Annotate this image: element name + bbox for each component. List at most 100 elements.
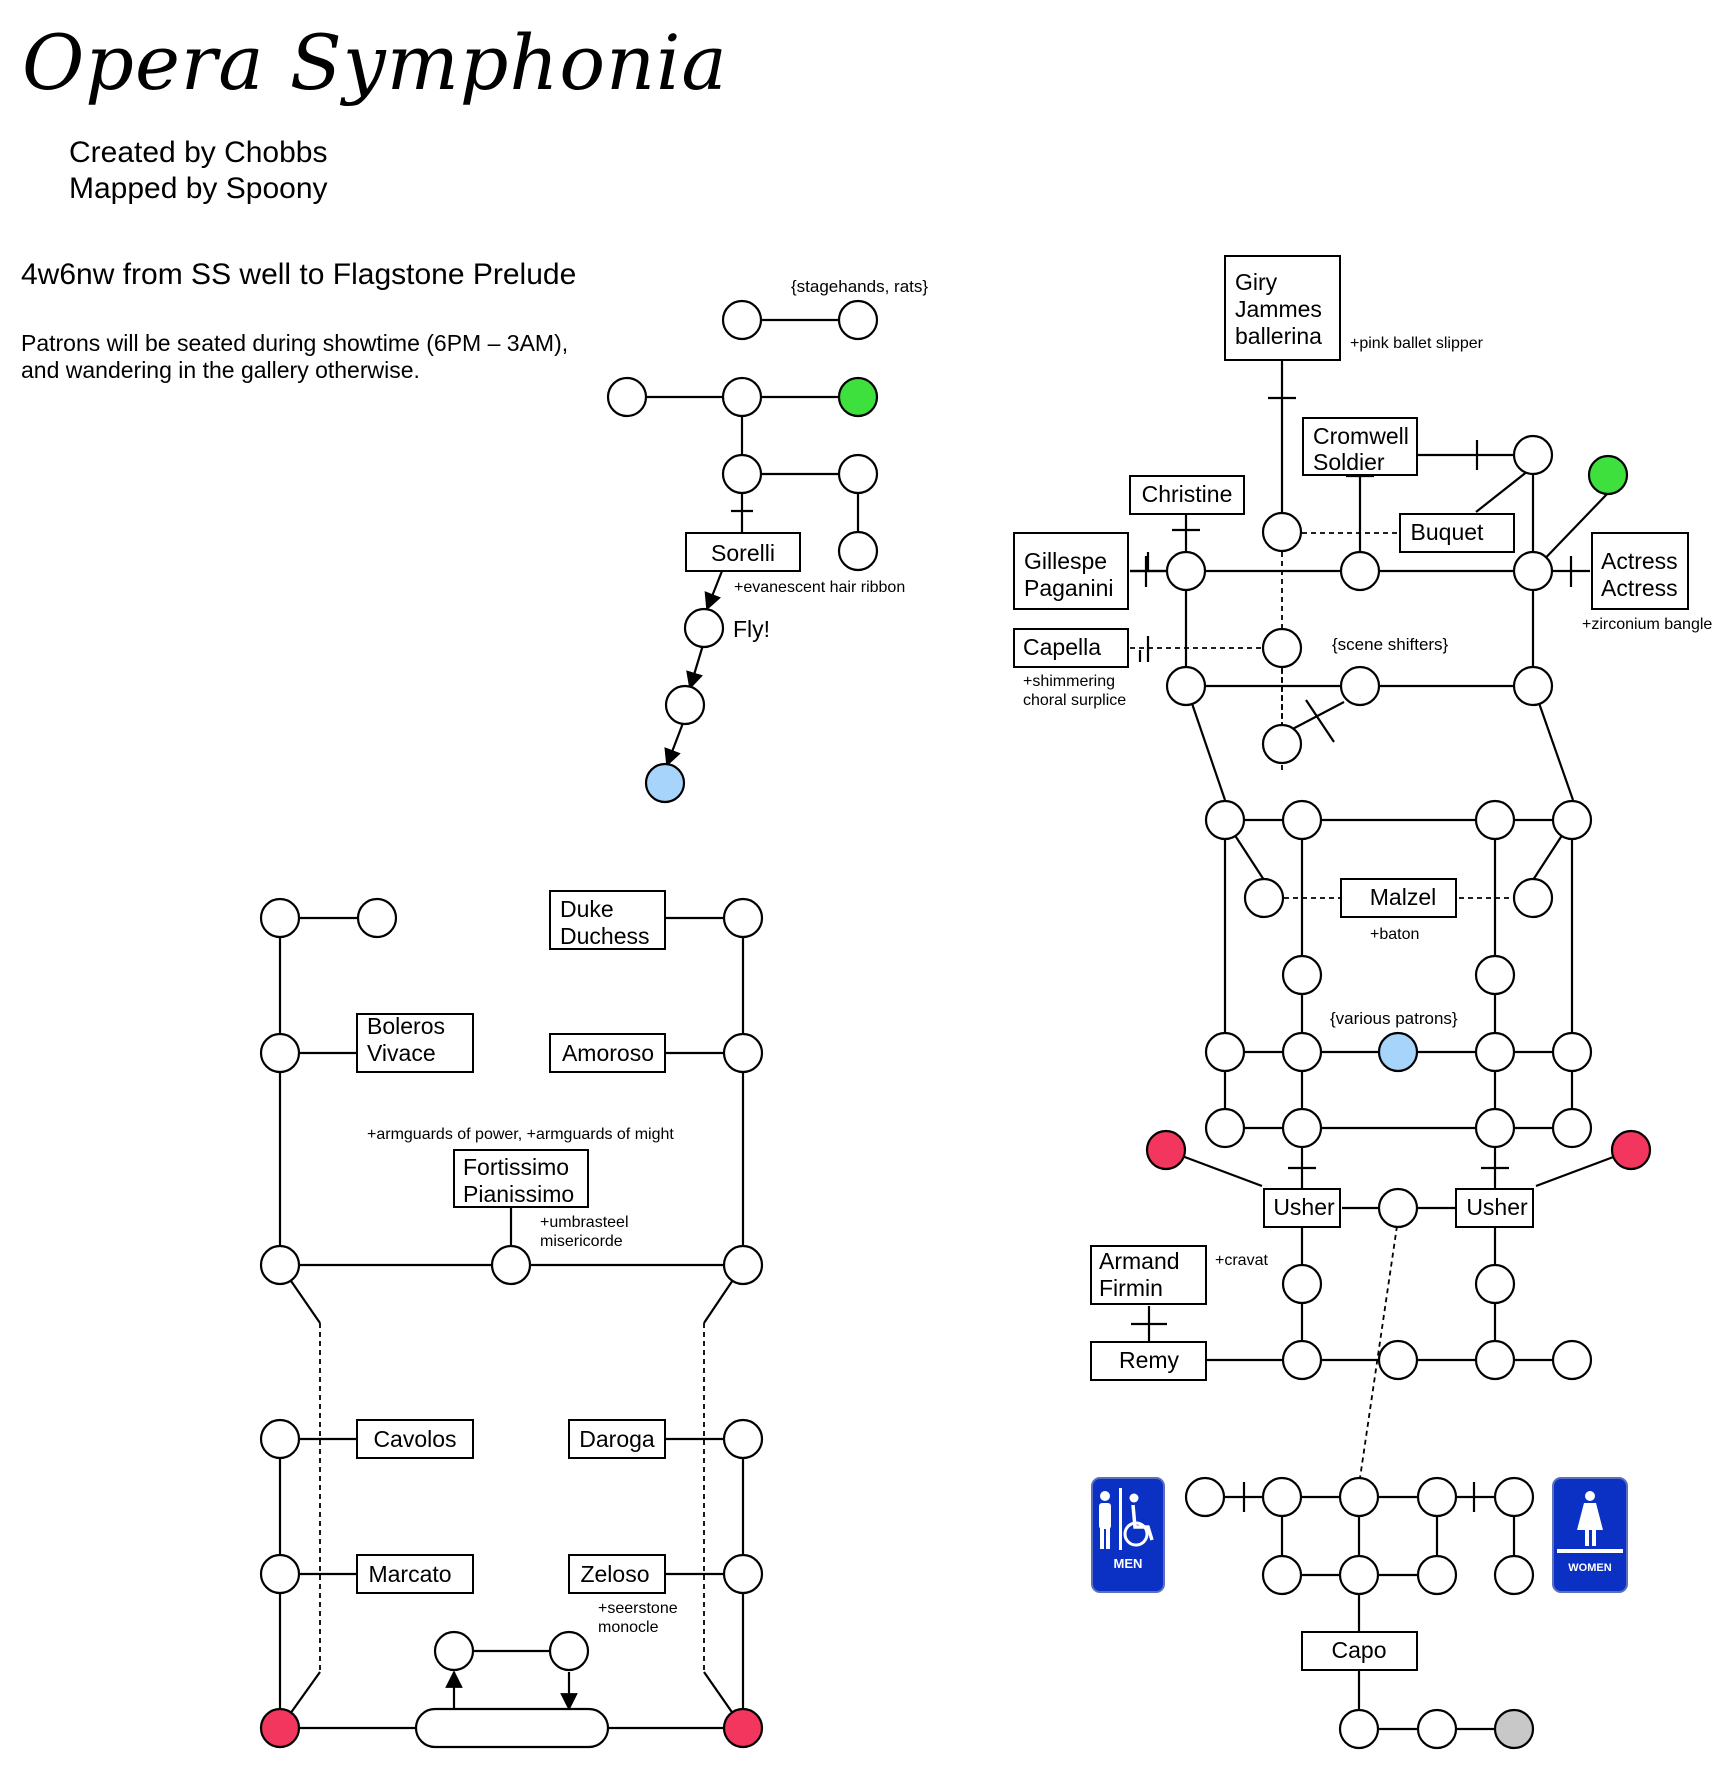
danger-node[interactable] bbox=[722, 1707, 764, 1749]
boleros-box[interactable] bbox=[356, 1013, 474, 1073]
room-node[interactable] bbox=[1474, 1031, 1516, 1073]
room-node[interactable] bbox=[1204, 799, 1246, 841]
danger-node[interactable] bbox=[259, 1707, 301, 1749]
room-node[interactable] bbox=[1338, 1476, 1380, 1518]
room-node[interactable] bbox=[356, 897, 398, 939]
exit-node[interactable] bbox=[1587, 454, 1629, 496]
room-node[interactable] bbox=[1165, 550, 1207, 592]
room-node[interactable] bbox=[1261, 627, 1303, 669]
fortissimo-box[interactable] bbox=[453, 1149, 589, 1208]
room-node[interactable] bbox=[1261, 511, 1303, 553]
daroga-box[interactable] bbox=[568, 1419, 666, 1459]
room-node[interactable] bbox=[664, 684, 706, 726]
room-node[interactable] bbox=[1281, 954, 1323, 996]
capella-box[interactable] bbox=[1013, 628, 1129, 668]
room-node[interactable] bbox=[606, 376, 648, 418]
room-node[interactable] bbox=[490, 1244, 532, 1286]
usher-right-box[interactable] bbox=[1455, 1188, 1534, 1228]
room-node[interactable] bbox=[1165, 665, 1207, 707]
room-node[interactable] bbox=[1281, 1107, 1323, 1149]
room-node[interactable] bbox=[1261, 1554, 1303, 1596]
room-node[interactable] bbox=[1339, 665, 1381, 707]
zeloso-box[interactable] bbox=[568, 1554, 666, 1594]
room-node[interactable] bbox=[1338, 1708, 1380, 1750]
amoroso-box[interactable] bbox=[549, 1033, 666, 1073]
room-node[interactable] bbox=[722, 1553, 764, 1595]
actress-box[interactable] bbox=[1591, 532, 1689, 610]
room-node[interactable] bbox=[722, 1032, 764, 1074]
cavolos-box[interactable] bbox=[356, 1419, 474, 1459]
room-node[interactable] bbox=[1512, 877, 1554, 919]
danger-node[interactable] bbox=[1145, 1129, 1187, 1171]
room-node[interactable] bbox=[722, 897, 764, 939]
usher-left-box[interactable] bbox=[1263, 1188, 1341, 1228]
room-node[interactable] bbox=[1184, 1476, 1226, 1518]
room-node[interactable] bbox=[1204, 1031, 1246, 1073]
room-node[interactable] bbox=[837, 453, 879, 495]
room-node[interactable] bbox=[1512, 665, 1554, 707]
room-node[interactable] bbox=[259, 1244, 301, 1286]
sorelli-box[interactable] bbox=[685, 532, 801, 572]
room-node[interactable] bbox=[1512, 550, 1554, 592]
room-node[interactable] bbox=[259, 1553, 301, 1595]
room-node[interactable] bbox=[1551, 1107, 1593, 1149]
room-node[interactable] bbox=[722, 1244, 764, 1286]
duke-box[interactable] bbox=[549, 890, 666, 950]
room-node[interactable] bbox=[837, 530, 879, 572]
room-node[interactable] bbox=[721, 376, 763, 418]
room-node[interactable] bbox=[1338, 1554, 1380, 1596]
room-node[interactable] bbox=[1474, 954, 1516, 996]
room-node[interactable] bbox=[1281, 1031, 1323, 1073]
room-node[interactable] bbox=[1243, 877, 1285, 919]
room-node[interactable] bbox=[1474, 799, 1516, 841]
buquet-box[interactable] bbox=[1399, 513, 1515, 553]
armand-box[interactable] bbox=[1090, 1245, 1207, 1305]
cromwell-box[interactable] bbox=[1302, 417, 1418, 476]
room-node[interactable] bbox=[1416, 1708, 1458, 1750]
room-node[interactable] bbox=[259, 1032, 301, 1074]
room-node[interactable] bbox=[1416, 1554, 1458, 1596]
room-node[interactable] bbox=[1261, 723, 1303, 765]
exit-node[interactable] bbox=[837, 376, 879, 418]
room-node[interactable] bbox=[1281, 1263, 1323, 1305]
room-node[interactable] bbox=[259, 897, 301, 939]
room-node[interactable] bbox=[1261, 1476, 1303, 1518]
room-node[interactable] bbox=[721, 299, 763, 341]
room-node[interactable] bbox=[683, 607, 725, 649]
room-node[interactable] bbox=[259, 1418, 301, 1460]
room-node[interactable] bbox=[1551, 1031, 1593, 1073]
room-node[interactable] bbox=[1377, 1339, 1419, 1381]
room-node[interactable] bbox=[1474, 1107, 1516, 1149]
room-node[interactable] bbox=[1416, 1476, 1458, 1518]
room-node[interactable] bbox=[1204, 1107, 1246, 1149]
room-node[interactable] bbox=[1474, 1263, 1516, 1305]
room-node[interactable] bbox=[1551, 799, 1593, 841]
remy-box[interactable] bbox=[1090, 1341, 1207, 1381]
start-node[interactable] bbox=[644, 762, 686, 804]
marcato-box[interactable] bbox=[356, 1554, 474, 1594]
room-node[interactable] bbox=[722, 1418, 764, 1460]
christine-box[interactable] bbox=[1129, 475, 1245, 515]
armguards-note: +armguards of power, +armguards of might bbox=[367, 1126, 674, 1143]
room-node[interactable] bbox=[1281, 1339, 1323, 1381]
room-node[interactable] bbox=[1512, 434, 1554, 476]
room-node[interactable] bbox=[837, 299, 879, 341]
malzel-box[interactable] bbox=[1340, 878, 1457, 918]
room-node[interactable] bbox=[1281, 799, 1323, 841]
capo-box[interactable] bbox=[1301, 1631, 1418, 1671]
room-node[interactable] bbox=[548, 1630, 590, 1672]
room-node[interactable] bbox=[1377, 1187, 1419, 1229]
room-node[interactable] bbox=[1339, 550, 1381, 592]
danger-node[interactable] bbox=[1610, 1129, 1652, 1171]
room-node[interactable] bbox=[1493, 1554, 1535, 1596]
room-node[interactable] bbox=[1474, 1339, 1516, 1381]
gillespe-box[interactable] bbox=[1013, 532, 1129, 610]
room-node[interactable] bbox=[433, 1630, 475, 1672]
stage-room[interactable] bbox=[414, 1707, 610, 1749]
room-node[interactable] bbox=[1551, 1339, 1593, 1381]
start-node[interactable] bbox=[1377, 1031, 1419, 1073]
room-node[interactable] bbox=[1493, 1476, 1535, 1518]
giry-box[interactable] bbox=[1224, 255, 1341, 361]
room-node[interactable] bbox=[721, 453, 763, 495]
unexplored-node[interactable] bbox=[1493, 1708, 1535, 1750]
